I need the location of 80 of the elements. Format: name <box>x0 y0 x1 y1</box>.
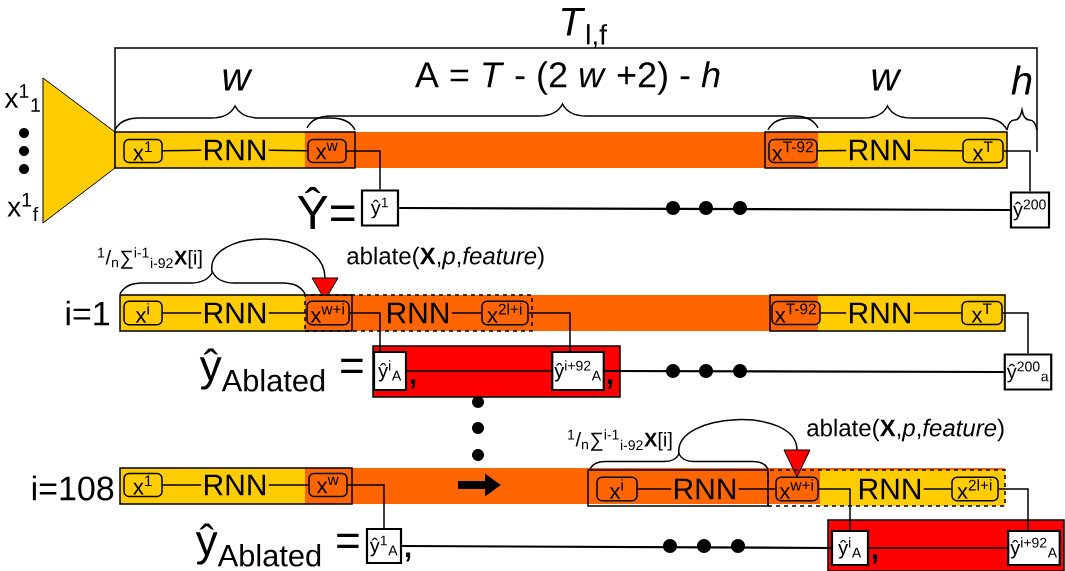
input-label: x$^{1}$f <box>7 192 39 222</box>
dashed-box <box>304 294 533 332</box>
dimension-label: A = T - (2 w +2) - h <box>415 61 720 95</box>
input-box: x$^{i}$ <box>123 300 163 326</box>
output-box: ŷ$^{1}$ <box>360 189 400 227</box>
connector-line <box>349 312 381 352</box>
connector-line <box>406 370 552 372</box>
output-box: ŷ$^{i}$A <box>372 350 408 392</box>
connector-line <box>1002 312 1029 355</box>
input-box: x$^{w}$ <box>308 472 348 498</box>
connector-line <box>818 488 851 531</box>
row-label: i=108 <box>32 475 114 501</box>
connector-line <box>346 150 381 191</box>
input-box: x$^{T}$ <box>962 138 1004 164</box>
rnn-label: RNN <box>859 478 921 500</box>
connector-line <box>162 312 202 314</box>
connector-line <box>913 149 963 152</box>
dimension-label: w <box>872 69 902 91</box>
connector-line <box>923 488 952 490</box>
input-box: x$^{w+i}$ <box>775 476 819 502</box>
connector-line <box>817 149 847 152</box>
connector-line <box>528 312 571 352</box>
connector-line <box>162 484 202 486</box>
comma: , <box>607 379 613 389</box>
connector-line <box>913 312 962 314</box>
connector-line <box>162 149 202 152</box>
output-box: ŷ$^{i+92}$A <box>1007 529 1061 567</box>
rnn-label: RNN <box>674 478 736 500</box>
triangle <box>42 77 116 224</box>
rnn-label: RNN <box>388 302 449 324</box>
formula-label: $^{1}$/$_{n}$∑$^{i-1}$$_{i-92}$X[i] <box>568 429 672 451</box>
connector-line <box>604 369 1004 374</box>
output-box: ŷ$^{200}$a <box>1003 353 1053 391</box>
function-label: ablate(X,p,feature) <box>347 246 544 270</box>
window-box <box>587 469 769 507</box>
connector-line <box>402 544 831 550</box>
input-box: x$^{1}$ <box>123 472 163 498</box>
output-box: ŷ$^{200}$ <box>1009 191 1051 229</box>
connector-line <box>268 312 307 314</box>
dimension-label: w <box>223 69 253 91</box>
connector-line <box>399 206 1010 212</box>
rnn-label: RNN <box>849 139 911 161</box>
input-box: x$^{T-92}$ <box>768 138 818 164</box>
output-box: ŷ$^{i+92}$A <box>551 350 605 392</box>
connector-line <box>268 484 309 486</box>
comma: , <box>872 554 878 564</box>
input-box: x$^{2l+i}$ <box>951 476 999 502</box>
input-box: x$^{2l+i}$ <box>481 300 529 326</box>
connector-line <box>637 488 672 490</box>
rnn-label: RNN <box>849 302 911 324</box>
input-box: x$^{T-92}$ <box>771 300 821 326</box>
row-label: i=1 <box>66 300 110 326</box>
function-label: ablate(X,p,feature) <box>807 418 1004 442</box>
input-box: x$^{T}$ <box>961 300 1003 326</box>
connector-line <box>868 547 1008 549</box>
connector-line <box>451 312 482 314</box>
equation-label: ŷ$_{Ablated}$ = <box>195 523 359 567</box>
rnn-label: RNN <box>205 474 266 496</box>
input-label: x$^{1}$1 <box>4 84 40 112</box>
formula-label: $^{1}$/$_{n}$∑$^{i-1}$$_{i-92}$X[i] <box>98 247 202 269</box>
input-box: x$^{1}$ <box>123 138 163 164</box>
dimension-label: h <box>1011 65 1032 95</box>
connector-line <box>268 149 308 152</box>
connector-line <box>820 312 847 314</box>
output-box: ŷ$^{i}$A <box>830 529 870 567</box>
input-box: x$^{i}$ <box>596 476 638 502</box>
equation-label: ŷ$_{Ablated}$ = <box>199 348 363 392</box>
connector-line <box>738 488 776 490</box>
connector-line <box>347 484 385 529</box>
input-box: x$^{w+i}$ <box>306 300 350 326</box>
comma: , <box>410 379 416 389</box>
output-box: ŷ$^{1}$A <box>365 527 403 565</box>
comma: , <box>405 552 411 562</box>
dimension-label: T$_{l,f}$ <box>562 8 607 48</box>
rnn-label: RNN <box>205 139 266 161</box>
equation-label: Ŷ= <box>297 187 355 229</box>
connector-line <box>998 488 1029 531</box>
rnn-label: RNN <box>205 302 266 324</box>
input-box: x$^{w}$ <box>307 138 347 164</box>
connector-line <box>1003 150 1031 193</box>
